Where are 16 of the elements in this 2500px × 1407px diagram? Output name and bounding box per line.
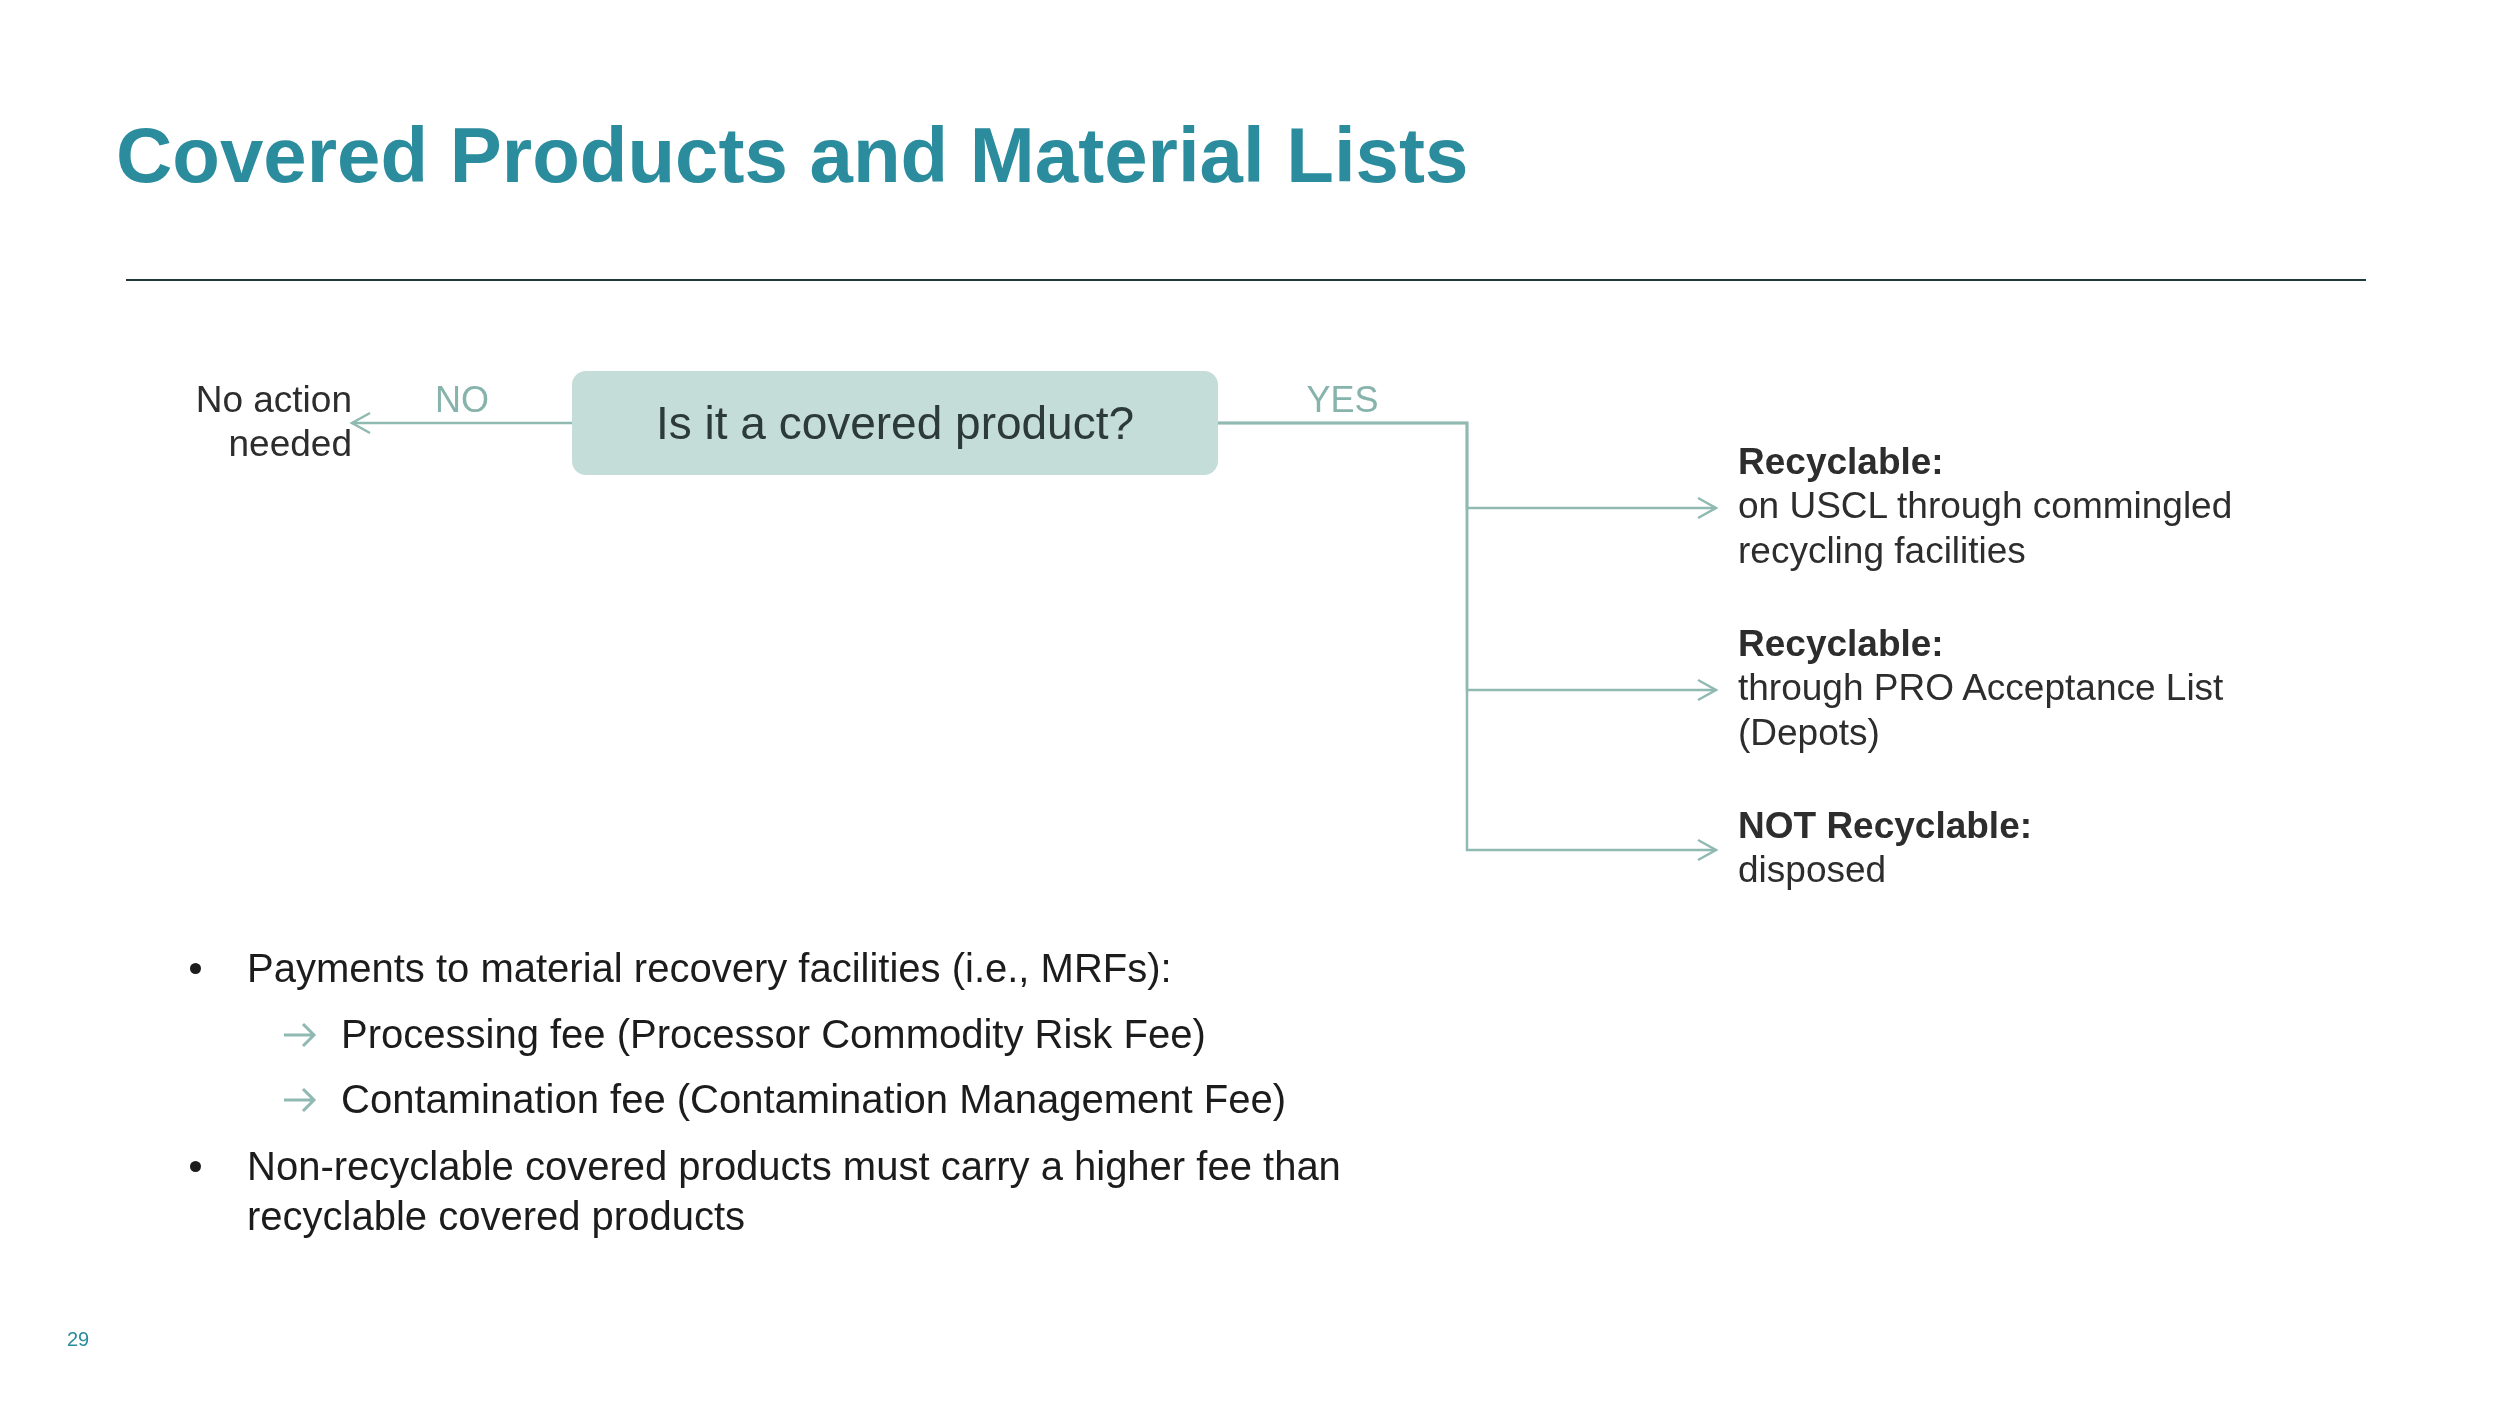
connector-arrow bbox=[350, 411, 572, 435]
slide-title: Covered Products and Material Lists bbox=[116, 110, 1469, 201]
connector-arrow bbox=[1218, 421, 1718, 862]
page-number: 29 bbox=[67, 1328, 90, 1351]
outcome-heading: Recyclable: bbox=[1738, 622, 1945, 666]
bullet-text: Processing fee (Processor Commodity Risk Fee) bbox=[341, 1011, 1207, 1058]
outcome-heading: Recyclable: bbox=[1738, 440, 1945, 484]
bullet-text: Non-recyclable covered products must carry a higher fee than recyclable covered products bbox=[247, 1143, 1342, 1240]
outcome-text: No action needed bbox=[194, 378, 352, 467]
outcome-heading: NOT Recyclable: bbox=[1738, 804, 2034, 848]
outcome-text: through PRO Acceptance List (Depots) bbox=[1738, 666, 2225, 755]
bullet-text: Contamination fee (Contamination Management Fee) bbox=[341, 1076, 1287, 1123]
decision-box: Is it a covered product? bbox=[572, 371, 1218, 475]
outcome-text: disposed bbox=[1738, 848, 1888, 893]
bullet-text: Payments to material recovery facilities (i.e., MRFs): bbox=[247, 945, 1173, 992]
outcome-text: on USCL through commingled recycling facilities bbox=[1738, 484, 2234, 573]
